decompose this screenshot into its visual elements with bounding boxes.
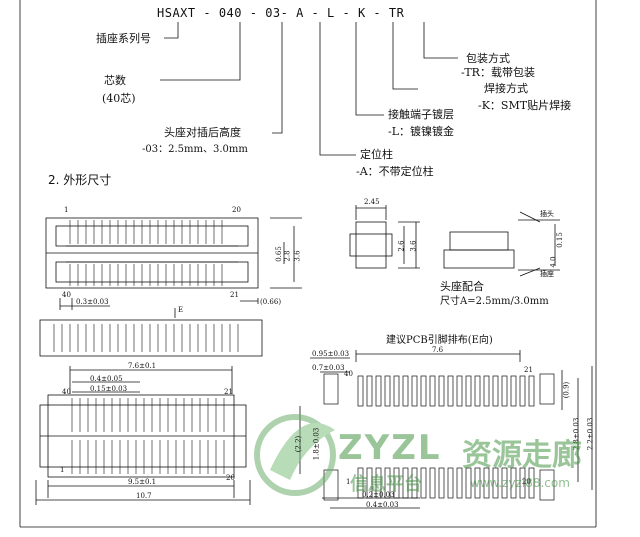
solder-value: -K：SMT贴片焊接 — [478, 99, 572, 112]
mated-dim-b: 4.0 — [549, 256, 558, 268]
watermark-url: www.zyzl88.com — [470, 476, 570, 490]
height-value: -03：2.5mm、3.0mm — [142, 144, 248, 155]
watermark-sub-cn: 信息平台 — [350, 474, 422, 495]
solder-label: 焊接方式 — [484, 82, 528, 95]
bl-dim-4: 9.5±0.1 — [128, 478, 157, 486]
pcb-pin-20: 20 — [522, 478, 531, 486]
pcb-pin-21: 21 — [524, 366, 533, 374]
pack-label: 包装方式 — [466, 52, 510, 65]
bl-pin-1: 1 — [60, 466, 65, 474]
pcb-dim-5: 0.4±0.03 — [366, 501, 399, 509]
pcb-dim-v3: 2.2±0.03 — [586, 417, 595, 451]
side-dim-w: 2.45 — [364, 198, 380, 206]
pins-value: (40芯) — [102, 92, 136, 105]
height-label: 头座对插后高度 — [164, 126, 241, 139]
bl-pin-20: 20 — [226, 474, 235, 482]
plug-label: 插头 — [540, 210, 554, 218]
pcb-dim-1: 0.95±0.03 — [312, 350, 350, 358]
pins-label: 芯数 — [104, 74, 126, 87]
pack-value: -TR：载带包装 — [461, 66, 535, 79]
pcb-dim-3: 0.7±0.03 — [312, 364, 345, 372]
post-value: -A：不带定位柱 — [356, 165, 434, 178]
mated-dim-a: 0.15 — [555, 232, 564, 248]
series-label: 插座系列号 — [96, 32, 151, 45]
part-number: HSAXT - 040 - 03- A - L - K - TR — [157, 6, 405, 20]
pcb-dim-v5: 1.8±0.03 — [312, 427, 321, 461]
e-view-marker: E — [178, 306, 184, 314]
top-pin-20: 20 — [232, 206, 241, 214]
bl-dim-1: 7.6±0.1 — [128, 362, 157, 370]
socket-label: 插座 — [540, 270, 554, 278]
pcb-title: 建议PCB引脚排布(E向) — [386, 335, 493, 346]
top-dim-b: 2.8 — [283, 250, 292, 262]
plating-label: 接触端子镀层 — [388, 108, 454, 121]
pcb-pin-40: 40 — [344, 370, 353, 378]
top-dim-d: (0.66) — [260, 298, 282, 306]
watermark-logo — [254, 414, 336, 496]
plating-value: -L：镀镍镀金 — [388, 125, 455, 138]
pcb-pin-1: 1 — [346, 478, 351, 486]
mated-caption-2: 尺寸A=2.5mm/3.0mm — [440, 296, 549, 307]
top-pin-21: 21 — [230, 291, 239, 299]
mated-caption-1: 头座配合 — [440, 280, 484, 293]
side-dim-b: 3.6 — [409, 240, 418, 252]
top-pin-1: 1 — [64, 206, 69, 214]
bl-pin-40: 40 — [62, 388, 71, 396]
bl-pin-21: 21 — [224, 388, 233, 396]
post-label: 定位柱 — [360, 148, 393, 161]
watermark-brand-cn: 资源走廊 — [462, 438, 582, 473]
side-dim-a: 2.6 — [397, 240, 406, 252]
top-dim-a: 0.65 — [274, 246, 283, 262]
bl-dim-3: 0.15±0.03 — [90, 385, 128, 393]
top-dim-pitch: 0.3±0.03 — [76, 298, 109, 306]
bl-dim-5: 10.7 — [136, 492, 152, 500]
pcb-dim-2: 7.6 — [432, 346, 444, 354]
pcb-dim-v1: (0.9) — [562, 381, 571, 399]
top-pin-40: 40 — [62, 291, 71, 299]
pcb-dim-v4: (2.2) — [294, 435, 303, 453]
bl-dim-2: 0.4±0.05 — [90, 375, 123, 383]
pcb-dim-4: 0.2±0.03 — [362, 491, 395, 499]
watermark-brand-latin: ZYZL — [338, 428, 442, 468]
section-title: 2. 外形尺寸 — [48, 173, 112, 187]
top-dim-c: 3.6 — [293, 250, 302, 262]
